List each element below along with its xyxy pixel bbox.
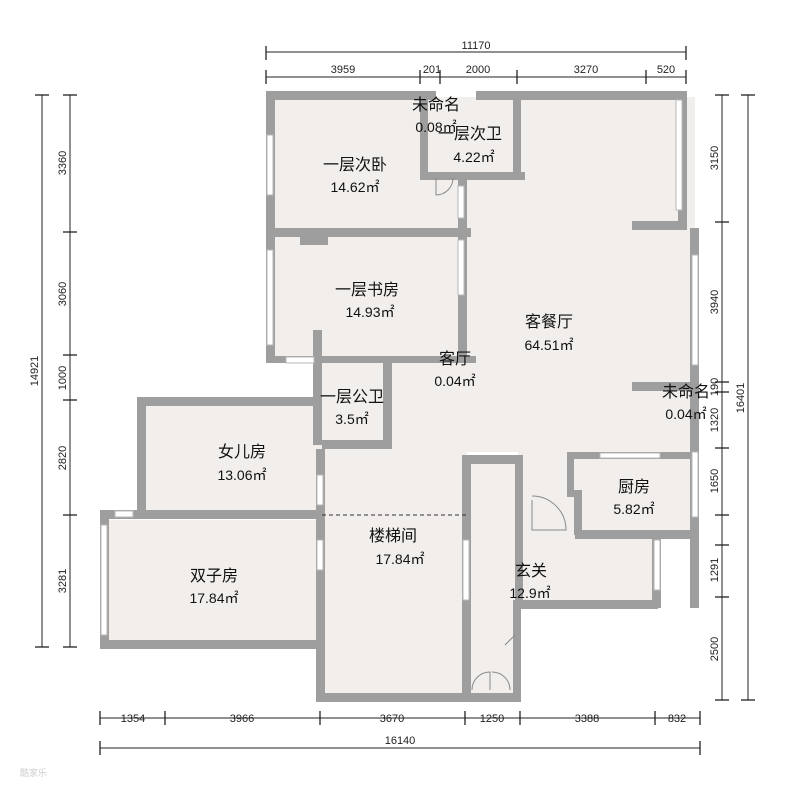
room-area-living: 0.04㎡ [434, 373, 475, 389]
dim-top-3: 2000 [466, 64, 490, 76]
dim-right-4: 1320 [709, 408, 721, 432]
dim-right-3: 190 [709, 378, 721, 396]
room-labels: 未命名 0.08㎡ 一层次卫 4.22㎡ 一层次卧 14.62㎡ 一层书房 14… [189, 95, 710, 606]
room-area-secondary-bath: 4.22㎡ [453, 149, 494, 165]
dim-left-total: 14921 [29, 356, 41, 387]
dimension-labels: 11170 3959 201 2000 3270 520 1354 3966 3… [29, 40, 747, 747]
room-name-unnamed-1: 未命名 [412, 95, 460, 114]
dim-top-4: 3270 [574, 64, 598, 76]
room-area-secondary-bedroom: 14.62㎡ [330, 179, 379, 195]
room-name-twin-room: 双子房 [190, 566, 238, 585]
room-area-entrance: 12.9㎡ [509, 585, 550, 601]
room-area-stairwell: 17.84㎡ [375, 551, 424, 567]
dim-left-2: 3060 [57, 282, 69, 306]
room-area-twin-room: 17.84㎡ [189, 590, 238, 606]
room-area-living-dining: 64.51㎡ [524, 337, 573, 353]
dim-top-total: 11170 [462, 40, 491, 52]
dim-top-1: 3959 [331, 64, 355, 76]
dim-right-7: 2500 [709, 637, 721, 661]
dim-bottom-4: 1250 [480, 713, 504, 725]
room-area-public-wc: 3.5㎡ [335, 411, 368, 427]
room-name-entrance: 玄关 [515, 561, 547, 580]
room-name-stairwell: 楼梯间 [369, 526, 417, 545]
room-name-secondary-bedroom: 一层次卧 [323, 155, 387, 174]
dim-left-3: 1000 [57, 366, 69, 390]
room-name-public-wc: 一层公卫 [320, 387, 384, 406]
dim-right-2: 3940 [709, 290, 721, 314]
dim-left-1: 3360 [57, 151, 69, 175]
room-name-daughter-room: 女儿房 [218, 442, 266, 461]
room-area-unnamed-2: 0.04㎡ [665, 406, 706, 422]
dim-bottom-3: 3670 [380, 713, 404, 725]
dimension-lines [35, 46, 755, 755]
room-name-study: 一层书房 [335, 280, 399, 299]
dim-bottom-5: 3388 [575, 713, 599, 725]
dim-left-4: 2820 [57, 446, 69, 470]
room-name-secondary-bath: 一层次卫 [438, 124, 502, 143]
dim-left-5: 3281 [57, 569, 69, 593]
room-area-study: 14.93㎡ [345, 304, 394, 320]
doors [435, 177, 567, 691]
room-floors [107, 97, 695, 697]
watermark-text: 酷家乐 [20, 767, 47, 779]
dim-bottom-6: 832 [668, 713, 686, 725]
dim-bottom-total: 16140 [385, 735, 416, 747]
room-area-unnamed-1: 0.08㎡ [415, 119, 456, 135]
dim-right-6: 1291 [709, 558, 721, 582]
room-name-kitchen: 厨房 [618, 477, 650, 496]
dim-right-1: 3150 [709, 146, 721, 170]
dim-top-5: 520 [657, 64, 675, 76]
room-name-unnamed-2: 未命名 [662, 382, 710, 401]
dim-bottom-2: 3966 [230, 713, 254, 725]
dim-right-total: 16401 [735, 383, 747, 414]
room-area-daughter-room: 13.06㎡ [217, 467, 266, 483]
windows [100, 99, 699, 636]
dim-top-2: 201 [423, 64, 441, 76]
room-name-living: 客厅 [439, 349, 471, 368]
dim-right-5: 1650 [709, 469, 721, 493]
room-area-kitchen: 5.82㎡ [613, 501, 654, 517]
room-name-living-dining: 客餐厅 [525, 312, 573, 331]
dim-bottom-1: 1354 [121, 713, 145, 725]
